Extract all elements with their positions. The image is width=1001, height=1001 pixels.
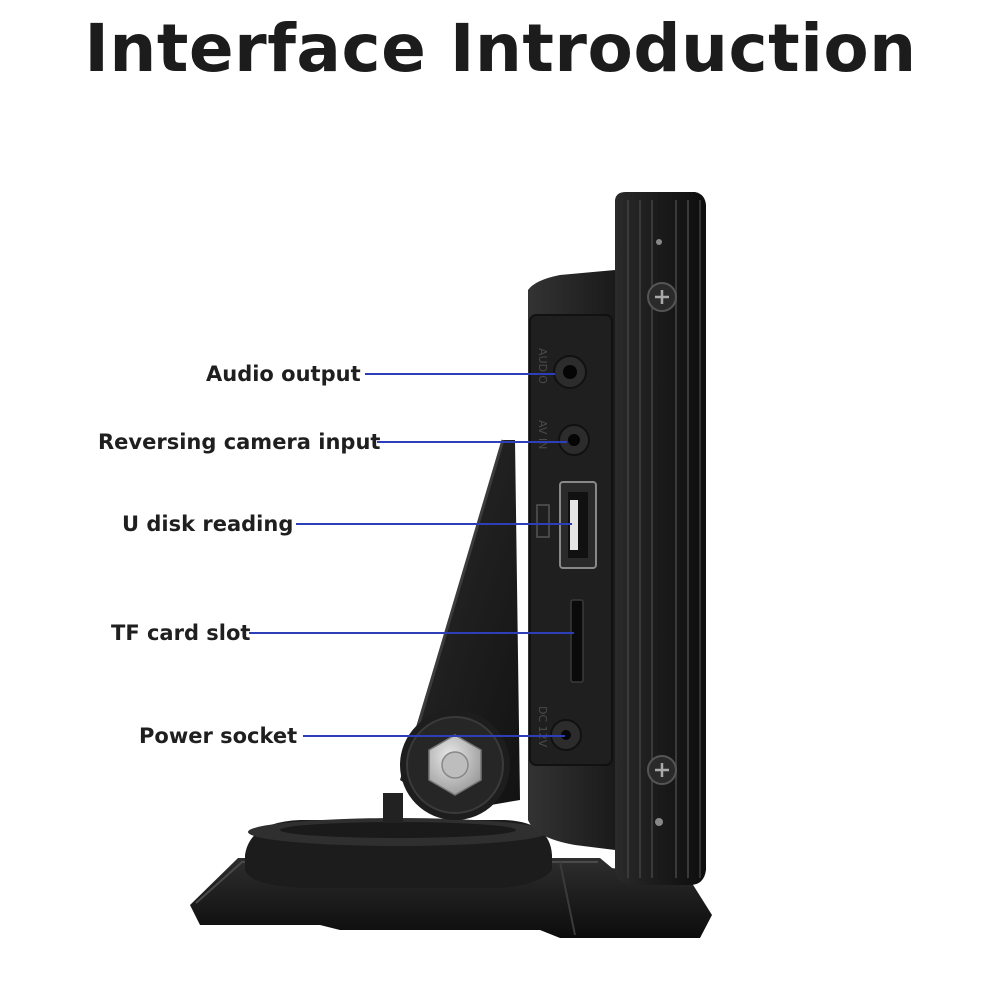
callout-label: Audio output [206, 362, 361, 386]
page-title: Interface Introduction [84, 10, 917, 87]
stand-base [190, 818, 712, 938]
callout-label: Reversing camera input [98, 430, 381, 454]
display-screen-edge [615, 192, 706, 885]
callout-line [365, 373, 555, 375]
av-in-port-marking: AV IN [536, 420, 549, 450]
audio-port-marking: AUDIO [536, 348, 549, 384]
callout-line [249, 632, 574, 634]
callout-label: U disk reading [122, 512, 294, 536]
callout-line [377, 441, 567, 443]
dc-port-marking: DC 12V [536, 706, 549, 748]
display-rear [528, 270, 615, 850]
callout-label: TF card slot [111, 621, 251, 645]
callout-line [303, 735, 565, 737]
stand-arm [383, 439, 520, 823]
callout-line [296, 523, 572, 525]
callout-label: Power socket [139, 724, 298, 748]
